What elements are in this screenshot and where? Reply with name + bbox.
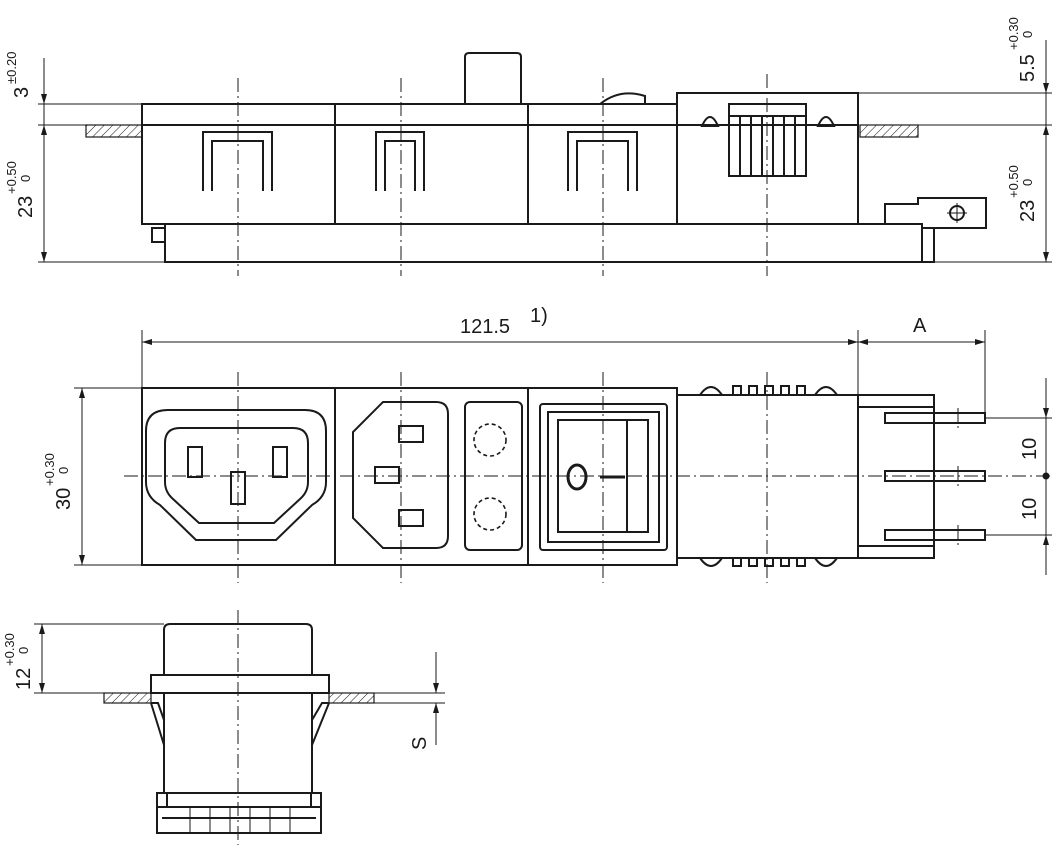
terminal-tab bbox=[884, 470, 986, 482]
dim-right-top-tol-lower: 0 bbox=[1020, 31, 1035, 38]
dim-top-value: 3 bbox=[11, 87, 33, 98]
end-flange bbox=[150, 674, 330, 694]
inlet-pin bbox=[187, 446, 203, 478]
end-view: 12 +0.30 0 S bbox=[2, 610, 445, 845]
pitch-center-dot bbox=[1042, 472, 1050, 480]
end-panel-plate-left bbox=[103, 692, 152, 704]
end-height-tol-lower: 0 bbox=[16, 647, 31, 654]
end-height-tol-upper: +0.30 bbox=[2, 633, 17, 666]
dim-right-tol-lower: 0 bbox=[1020, 179, 1035, 186]
dim-left-tol-upper: +0.50 bbox=[4, 161, 19, 194]
outlet-contact bbox=[398, 425, 424, 443]
switch-off-mark bbox=[566, 463, 588, 491]
fuse-circle bbox=[473, 497, 507, 531]
latch-left bbox=[700, 116, 720, 127]
outlet-contact bbox=[398, 509, 424, 527]
panel-plate-left bbox=[85, 124, 143, 138]
mounting-rail bbox=[164, 223, 923, 263]
label-s: S bbox=[409, 737, 431, 750]
dim-right-value: 23 bbox=[1017, 200, 1039, 222]
pitch-upper: 10 bbox=[1019, 438, 1041, 460]
dim-top-tol: ±0.20 bbox=[4, 52, 19, 84]
end-height-value: 12 bbox=[13, 668, 35, 690]
pitch-lower: 10 bbox=[1019, 498, 1041, 520]
inlet-pin bbox=[272, 446, 288, 478]
dim-left-tol-lower: 0 bbox=[18, 175, 33, 182]
iec-outlet bbox=[352, 401, 449, 549]
iec-inlet bbox=[145, 409, 327, 541]
label-a: A bbox=[913, 315, 927, 337]
panel-plate-right bbox=[859, 124, 919, 138]
dim-right-tol-upper: +0.50 bbox=[1006, 165, 1021, 198]
height-tol-upper: +0.30 bbox=[42, 453, 57, 486]
dim-left-value: 23 bbox=[15, 196, 37, 218]
dim-right-top-value: 5.5 bbox=[1017, 54, 1039, 82]
height-value: 30 bbox=[53, 488, 75, 510]
fuse-circle bbox=[473, 423, 507, 457]
snap-clip bbox=[375, 131, 425, 191]
length-note: 1) bbox=[530, 305, 548, 327]
latch-right bbox=[816, 116, 836, 127]
outlet-contact bbox=[374, 466, 400, 484]
dim-right-top-tol-upper: +0.30 bbox=[1006, 17, 1021, 50]
switch-knob bbox=[464, 52, 522, 104]
end-panel-plate-right bbox=[328, 692, 375, 704]
top-view: 121.5 1) A bbox=[42, 305, 1052, 583]
rocker-bump bbox=[599, 92, 646, 105]
flat-terminal bbox=[884, 197, 987, 229]
length-value: 121.5 bbox=[460, 316, 510, 338]
height-tol-lower: 0 bbox=[56, 467, 71, 474]
side-view: 3 ±0.20 23 +0.50 0 5.5 +0.30 0 23 +0.50 … bbox=[4, 17, 1052, 276]
end-rail bbox=[156, 792, 322, 834]
